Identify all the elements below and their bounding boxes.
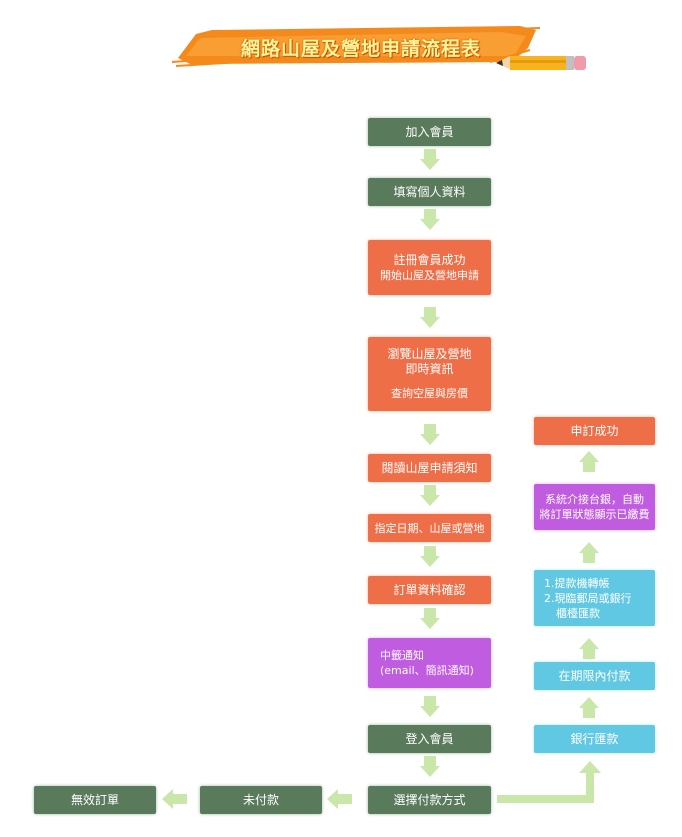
- title-banner: 網路山屋及營地申請流程表: [0, 0, 682, 90]
- step-bank-transfer: 銀行匯款: [534, 725, 655, 753]
- step-label: 加入會員: [405, 124, 454, 139]
- step-label: 將訂單狀態顯示已繳費: [539, 508, 650, 521]
- down-arrow-icon: [420, 149, 440, 170]
- step-unpaid: 未付款: [200, 786, 322, 814]
- step-label: 即時資訊: [405, 362, 454, 376]
- step-system-link: 系統介接台銀，自動 將訂單狀態顯示已繳費: [534, 484, 655, 530]
- left-arrow-icon: [162, 789, 187, 809]
- step-label: 2.現臨郵局或銀行: [544, 591, 632, 605]
- step-payment-methods: 1.提款機轉帳 2.現臨郵局或銀行 櫃檯匯款: [534, 570, 655, 626]
- step-label: 登入會員: [405, 731, 454, 746]
- step-lottery-notice: 中籤通知 (email、簡訊通知): [368, 638, 491, 688]
- step-label: 申訂成功: [570, 423, 619, 438]
- step-label: 未付款: [242, 792, 279, 807]
- step-invalid-order: 無效訂單: [34, 786, 156, 814]
- step-label: 銀行匯款: [570, 731, 619, 746]
- step-label: 填寫個人資料: [393, 184, 466, 199]
- step-label: 櫃檯匯款: [556, 606, 600, 620]
- pencil-icon: [496, 56, 586, 70]
- up-arrow-icon: [579, 697, 599, 718]
- down-arrow-icon: [420, 756, 440, 777]
- step-login-member: 登入會員: [368, 725, 491, 753]
- step-label: 系統介接台銀，自動: [545, 493, 644, 506]
- down-arrow-icon: [420, 696, 440, 717]
- step-label: 瀏覽山屋及營地: [387, 347, 472, 361]
- page-title: 網路山屋及營地申請流程表: [240, 38, 481, 60]
- step-label: 在期限內付款: [558, 668, 631, 683]
- step-label: 開始山屋及營地申請: [380, 268, 479, 282]
- step-label: 訂單資料確認: [393, 582, 466, 597]
- step-choose-payment: 選擇付款方式: [368, 786, 491, 814]
- down-arrow-icon: [420, 424, 440, 445]
- step-confirm-order: 訂單資料確認: [368, 576, 491, 604]
- brush-stroke-background: [171, 26, 541, 67]
- step-join-member: 加入會員: [368, 118, 491, 146]
- step-order-success: 申訂成功: [534, 417, 655, 445]
- step-fill-personal-data: 填寫個人資料: [368, 178, 491, 206]
- step-label: 無效訂單: [70, 792, 119, 807]
- step-label: 查詢空屋與房價: [391, 387, 468, 400]
- step-label: 選擇付款方式: [393, 792, 466, 807]
- down-arrow-icon: [420, 307, 440, 328]
- step-label: 指定日期、山屋或營地: [374, 521, 485, 535]
- step-label: 註冊會員成功: [393, 252, 466, 267]
- step-browse-info: 瀏覽山屋及營地 即時資訊 查詢空屋與房價: [368, 337, 491, 411]
- step-label: (email、簡訊通知): [380, 664, 474, 677]
- down-arrow-icon: [420, 209, 440, 230]
- up-arrow-icon: [579, 451, 599, 472]
- up-arrow-icon: [579, 638, 599, 659]
- connector-arrow-icon: [497, 761, 601, 803]
- step-read-notice: 閱讀山屋申請須知: [368, 454, 491, 482]
- up-arrow-icon: [579, 542, 599, 563]
- down-arrow-icon: [420, 608, 440, 629]
- step-label: 閱讀山屋申請須知: [381, 460, 478, 475]
- step-specify-date: 指定日期、山屋或營地: [368, 514, 491, 542]
- left-arrow-icon: [327, 789, 352, 809]
- down-arrow-icon: [420, 546, 440, 567]
- down-arrow-icon: [420, 485, 440, 506]
- step-pay-in-time: 在期限內付款: [534, 662, 655, 690]
- step-label: 中籤通知: [380, 649, 424, 662]
- step-label: 1.提款機轉帳: [544, 576, 610, 590]
- step-register-success: 註冊會員成功 開始山屋及營地申請: [368, 240, 491, 295]
